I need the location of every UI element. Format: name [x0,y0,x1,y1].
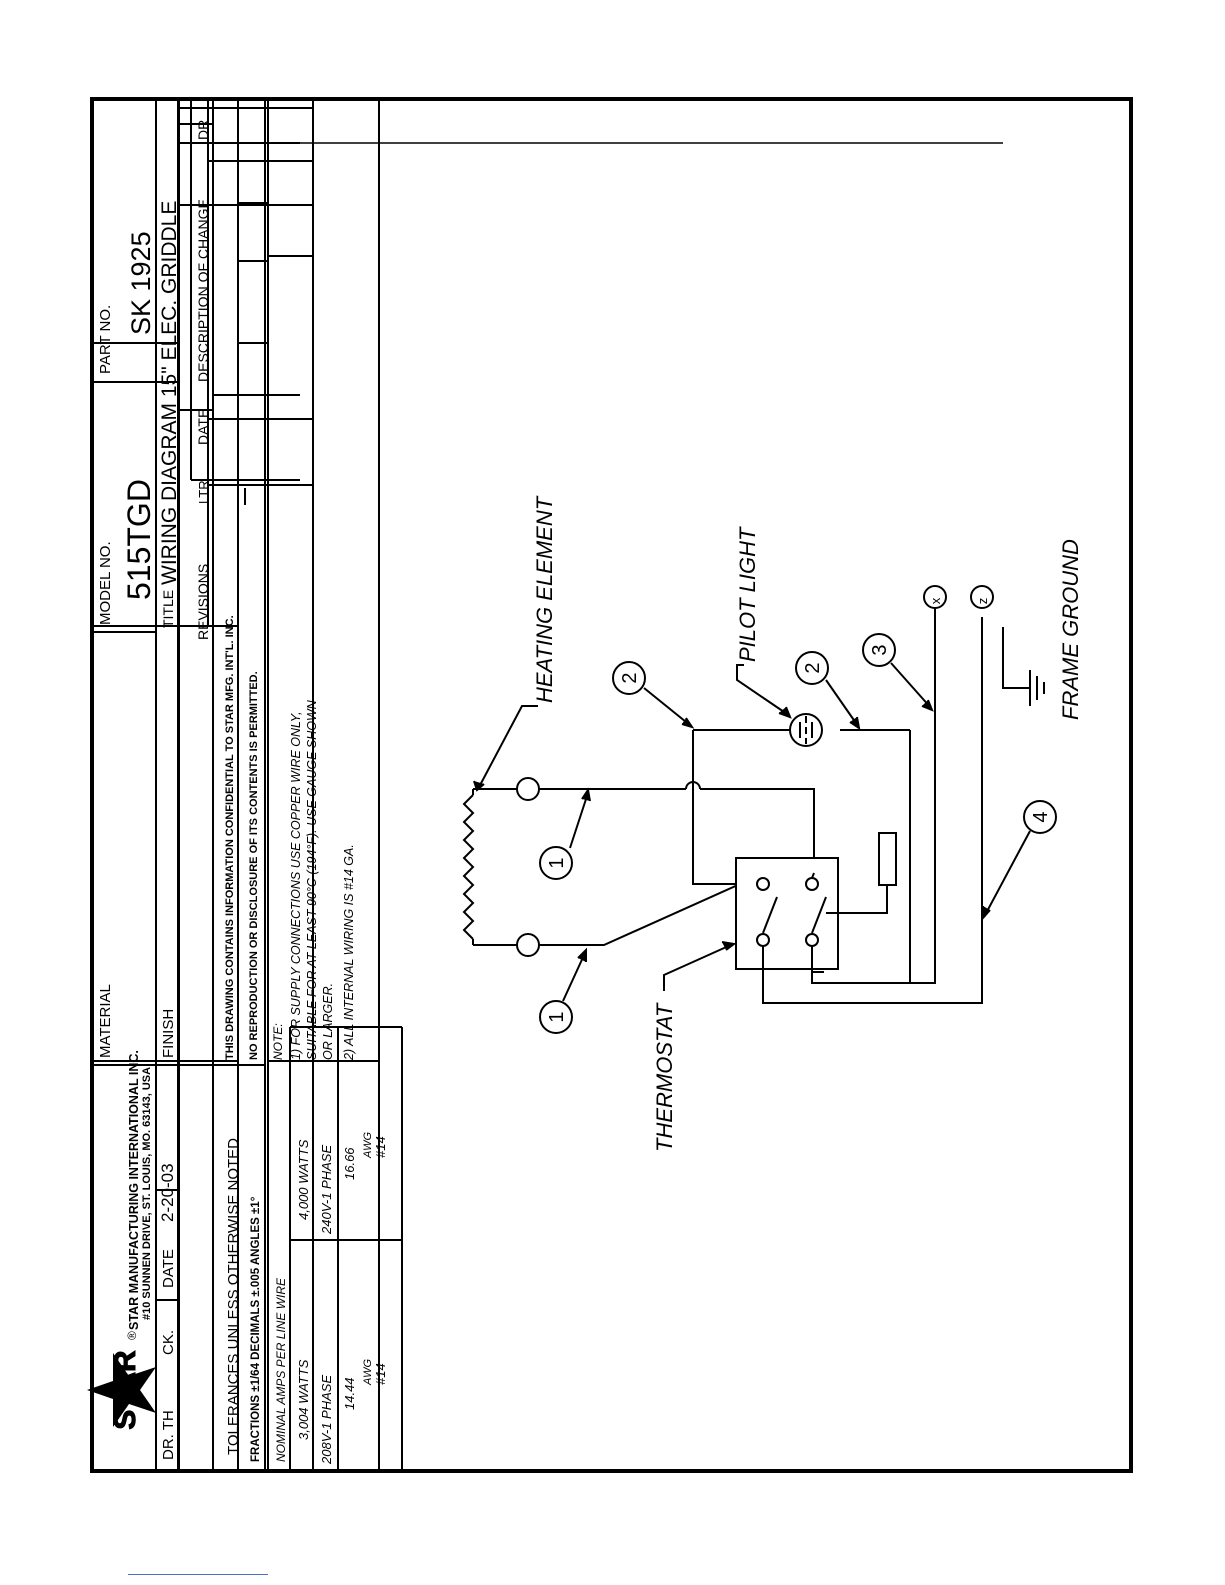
callout-3 [862,633,896,667]
date-value: 2-20-03 [158,1163,177,1222]
amps-col1-watts: 3,004 WATTS [296,1359,311,1440]
terminal-z [970,585,994,609]
amps-col1-phase: 208V-1 PHASE [319,1375,334,1465]
diagram-labels: HEATING ELEMENT PILOT LIGHT THERMOSTAT F… [532,495,1083,1152]
thermostat-label: THERMOSTAT [652,1002,677,1152]
notes: NOTE: 1) FOR SUPPLY CONNECTIONS USE COPP… [271,699,356,1061]
company-address: #10 SUNNEN DRIVE, ST. LOUIS, MO. 63143, … [141,1067,153,1320]
resistor-symbol [878,832,897,886]
rev-col-description: DESCRIPTION OF CHANGE [195,199,211,382]
amps-col2-watts: 4,000 WATTS [296,1139,311,1220]
material-label: MATERIAL [97,984,114,1058]
tolerances-line1: TOLERANCES UNLESS OTHERWISE NOTED [225,1138,242,1455]
amps-col1-awg-label: AWG [362,1358,374,1386]
amps-col1-awg: #14 [373,1363,388,1385]
note-line-3: OR LARGER. [321,983,335,1060]
finish-label: FINISH [160,1009,177,1058]
heating-element-symbol [462,794,475,940]
tolerances-line2: FRACTIONS ±1/64 DECIMALS ±.005 ANGLES ±1… [250,1196,262,1462]
confidential-line1: THIS DRAWING CONTAINS INFORMATION CONFID… [224,615,236,1060]
confidential-line2: NO REPRODUCTION OR DISCLOSURE OF ITS CON… [248,671,260,1060]
rev-col-dr: DR [195,120,211,140]
terminal-x-label: x [928,597,943,604]
note-line-2: SUITABLE FOR AT LEAST 90°C (194°F). USE … [305,699,319,1060]
date-label: DATE [160,1249,177,1288]
callout-3-label: 3 [869,644,891,655]
amps-col2-awg-label: AWG [362,1131,374,1159]
title-block-text: STAR ® STAR MANUFACTURING INTERNATIONAL … [87,120,262,1462]
title-label: TITLE [160,590,176,628]
callout-2-right [795,651,829,685]
callout-4 [1023,800,1057,834]
amps-table-text: NOMINAL AMPS PER LINE WIRE 3,004 WATTS 2… [274,1131,388,1465]
amps-header: NOMINAL AMPS PER LINE WIRE [274,1277,288,1462]
footer-link-rule [128,1574,268,1576]
wiring-diagram [462,585,1057,1034]
star-logo: STAR [87,1349,156,1430]
thermostat-box [735,857,839,970]
amps-col2-phase: 240V-1 PHASE [319,1145,334,1235]
part-label: PART NO. [97,305,114,374]
dr-label: DR. TH [160,1410,177,1460]
company-name: STAR MANUFACTURING INTERNATIONAL INC. [127,1050,141,1330]
rev-col-date: DATE [195,409,211,445]
title-value: WIRING DIAGRAM 15" ELEC. GRIDDLE [158,201,181,585]
note-line-4: 2) ALL INTERNAL WIRING IS #14 GA. [342,844,356,1061]
rev-col-ltr: LTR [196,480,211,504]
ck-label: CK. [160,1330,177,1355]
part-value: SK 1925 [126,231,156,335]
revisions-label: REVISIONS [195,564,211,640]
amps-col2-amps: 16.66 [342,1147,357,1180]
callout-4-label: 4 [1030,811,1052,822]
logo-text: STAR [109,1350,142,1430]
note-line-1: 1) FOR SUPPLY CONNECTIONS USE COPPER WIR… [289,712,303,1060]
callout-2-right-label: 2 [802,662,824,673]
notes-heading: NOTE: [271,1023,285,1060]
drawing-border [90,97,1133,1473]
callout-1-bottom-label: 1 [546,1011,568,1022]
callout-1-top-label: 1 [546,857,568,868]
callout-1-top [539,846,573,880]
amps-table [289,1026,403,1469]
amps-col2-awg: #14 [373,1136,388,1158]
callout-2-left [612,661,646,695]
callout-2-left-label: 2 [619,672,641,683]
element-terminal-bottom [516,933,540,957]
pilot-light-label: PILOT LIGHT [735,526,760,662]
element-terminal-top [516,777,540,801]
amps-col1-amps: 14.44 [342,1377,357,1410]
terminal-z-label: z [975,598,990,605]
frame-ground-label: FRAME GROUND [1058,539,1083,720]
callout-1-bottom [539,1000,573,1034]
model-value: 515TGD [121,479,157,600]
terminal-x [923,585,947,609]
model-label: MODEL NO. [97,541,114,625]
registered-mark: ® [125,1331,139,1340]
heating-element-label: HEATING ELEMENT [532,495,557,703]
